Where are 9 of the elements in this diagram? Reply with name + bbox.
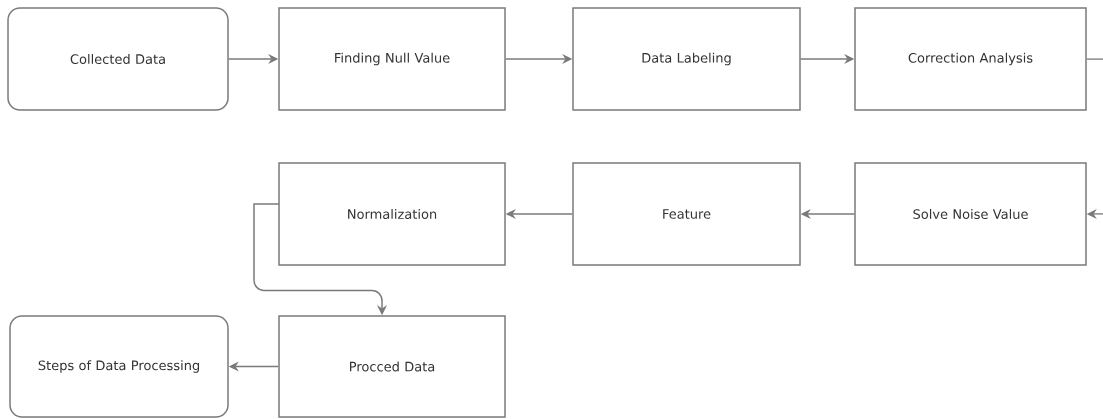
- process-box: Feature: [572, 162, 801, 266]
- process-box: Finding Null Value: [278, 7, 506, 111]
- process-box: Correction Analysis: [854, 7, 1087, 111]
- process-box: Normalization: [278, 162, 506, 266]
- process-box: Data Labeling: [572, 7, 801, 111]
- terminal-box: Steps of Data Processing: [9, 315, 229, 418]
- process-box: Solve Noise Value: [854, 162, 1087, 266]
- process-box: Procced Data: [278, 315, 506, 418]
- terminal-box: Collected Data: [7, 7, 229, 111]
